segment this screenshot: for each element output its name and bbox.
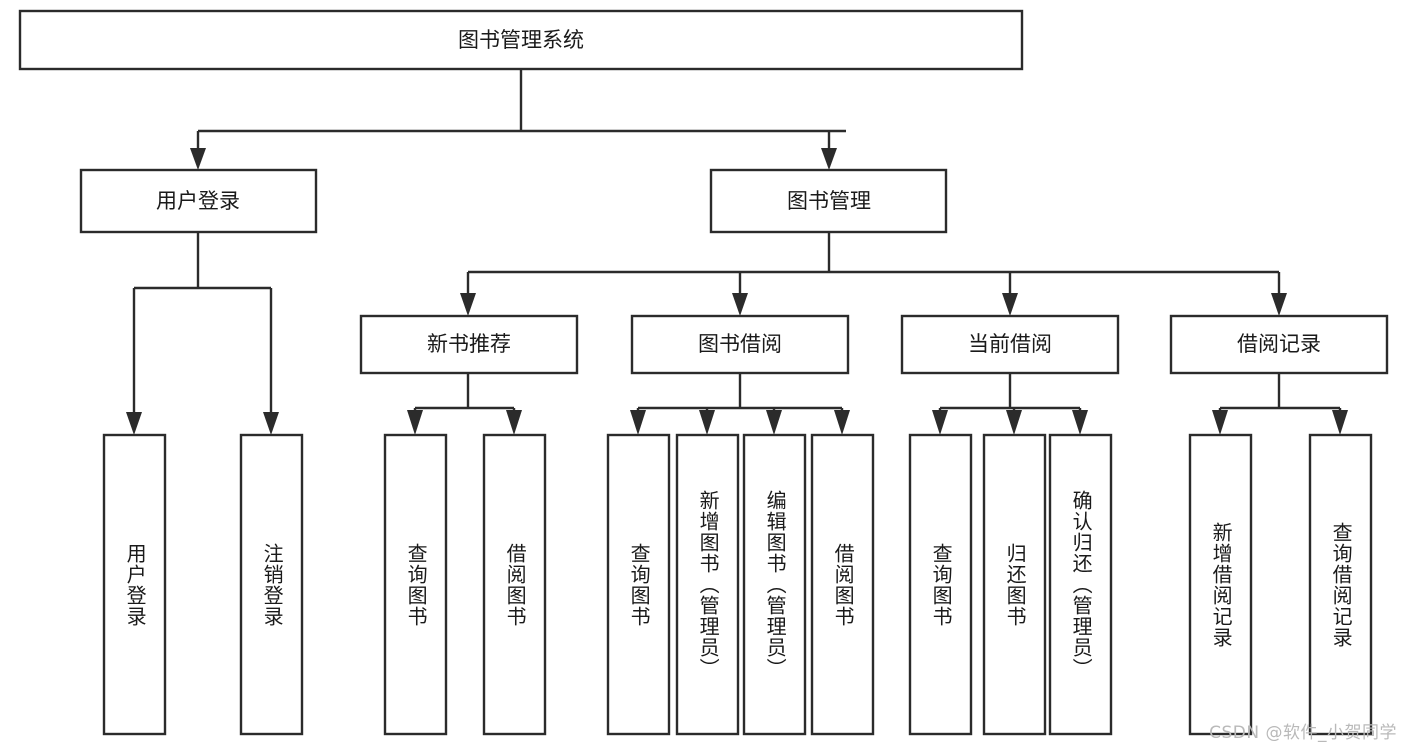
connector-bookmgmt-to-level3 bbox=[460, 232, 1287, 316]
node-borrow-record-label: 借阅记录 bbox=[1237, 332, 1321, 356]
leaf-box-group bbox=[102, 433, 1373, 736]
node-book-management[interactable]: 图书管理 bbox=[709, 168, 948, 234]
node-root[interactable]: 图书管理系统 bbox=[18, 9, 1024, 71]
node-leaf-confirm-return[interactable] bbox=[1048, 433, 1113, 736]
node-leaf-return-book[interactable] bbox=[982, 433, 1047, 736]
node-book-borrow[interactable]: 图书借阅 bbox=[630, 314, 850, 375]
connector-root-to-level2 bbox=[190, 69, 846, 170]
connector-currentborrow-to-leaves bbox=[932, 373, 1088, 435]
node-leaf-query-book-current[interactable] bbox=[908, 433, 973, 736]
node-leaf-add-borrow-record[interactable] bbox=[1188, 433, 1253, 736]
node-leaf-query-borrow-record[interactable] bbox=[1308, 433, 1373, 736]
node-leaf-query-book-borrow[interactable] bbox=[606, 433, 671, 736]
node-new-book-recommend-label: 新书推荐 bbox=[427, 332, 511, 356]
connector-userlogin-to-leaves bbox=[126, 232, 279, 435]
node-leaf-borrow-book[interactable] bbox=[810, 433, 875, 736]
node-root-label: 图书管理系统 bbox=[458, 28, 584, 52]
node-leaf-add-book[interactable] bbox=[675, 433, 740, 736]
node-leaf-borrow-book-rec[interactable] bbox=[482, 433, 547, 736]
connector-bookborrow-to-leaves bbox=[630, 373, 850, 435]
node-book-borrow-label: 图书借阅 bbox=[698, 332, 782, 356]
connector-borrowrecord-to-leaves bbox=[1212, 373, 1348, 435]
node-current-borrow-label: 当前借阅 bbox=[968, 332, 1052, 356]
watermark-text: CSDN @软件_小贺同学 bbox=[1209, 723, 1397, 743]
node-leaf-edit-book[interactable] bbox=[742, 433, 807, 736]
node-new-book-recommend[interactable]: 新书推荐 bbox=[359, 314, 579, 375]
connector-newbook-to-leaves bbox=[407, 373, 522, 435]
node-user-login-label: 用户登录 bbox=[156, 189, 240, 213]
node-user-login[interactable]: 用户登录 bbox=[79, 168, 318, 234]
node-borrow-record[interactable]: 借阅记录 bbox=[1169, 314, 1389, 375]
node-leaf-logout-login[interactable] bbox=[239, 433, 304, 736]
node-current-borrow[interactable]: 当前借阅 bbox=[900, 314, 1120, 375]
node-leaf-user-login[interactable] bbox=[102, 433, 167, 736]
node-leaf-query-book-rec[interactable] bbox=[383, 433, 448, 736]
node-book-management-label: 图书管理 bbox=[787, 189, 871, 213]
